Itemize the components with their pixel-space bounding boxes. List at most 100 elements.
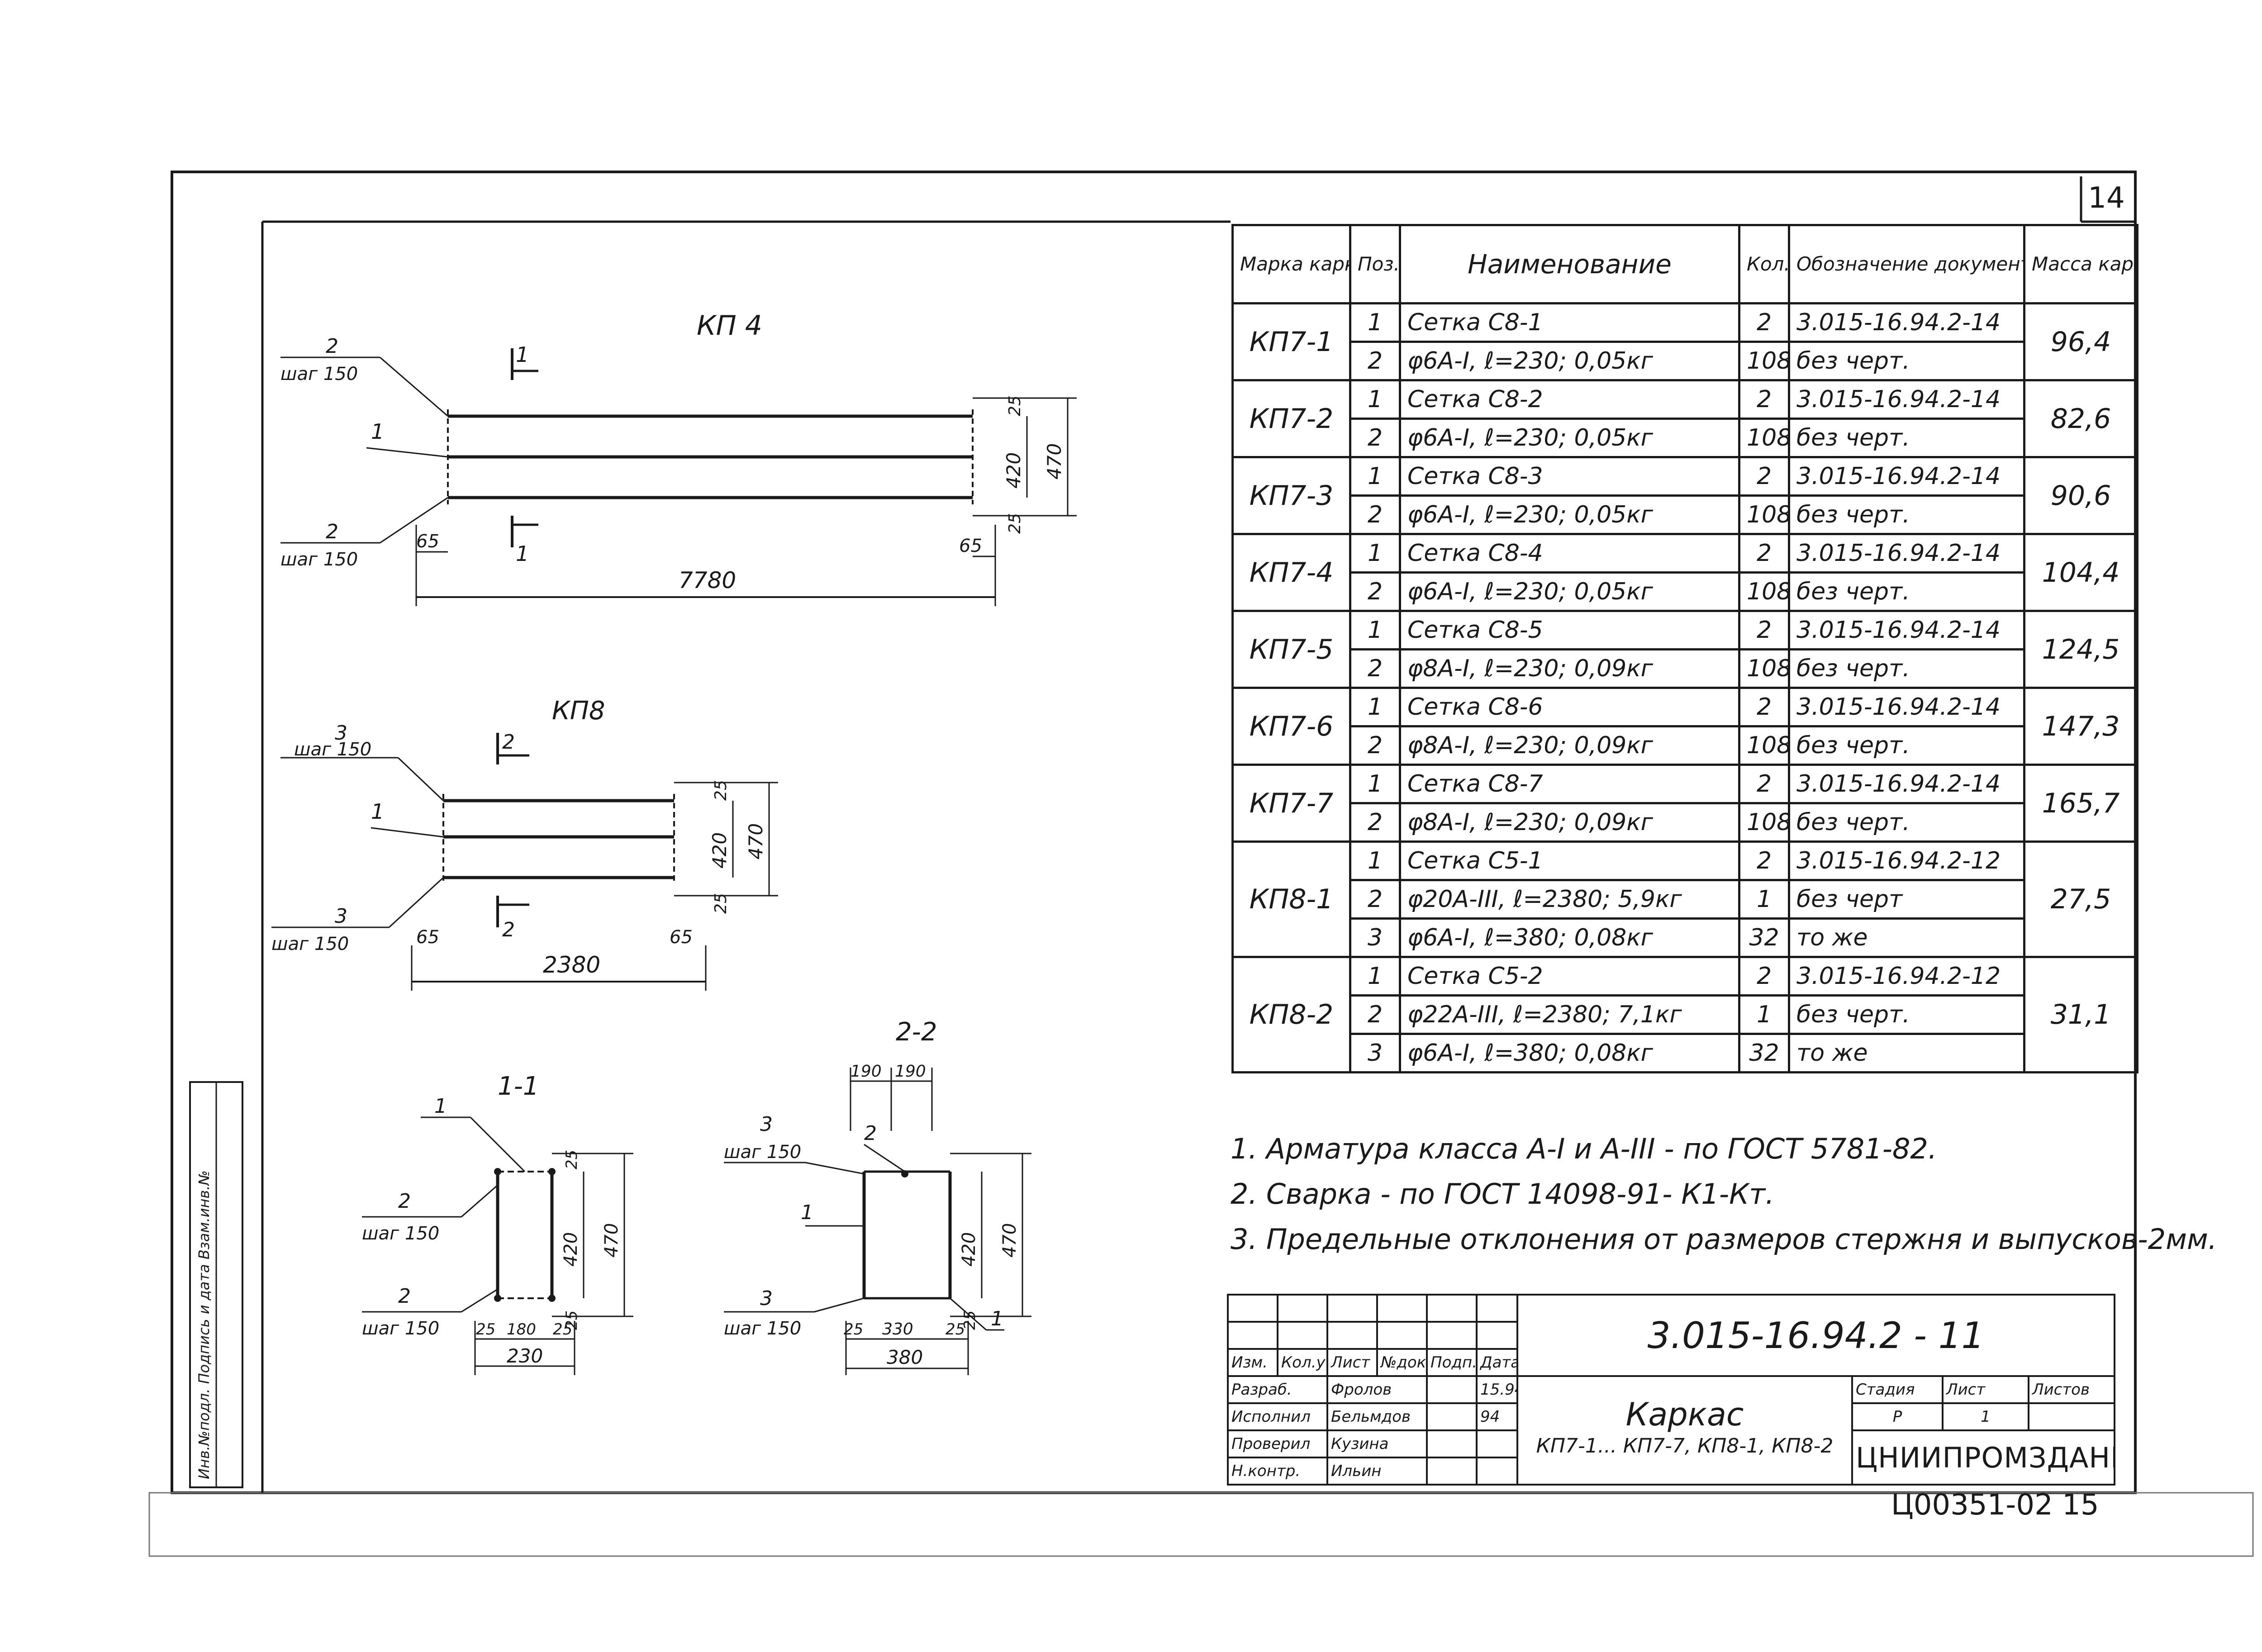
kp4-pos-top: 2 (326, 335, 338, 358)
spec-qty: 108 (1738, 802, 1790, 843)
spec-doc: 3.015-16.94.2-12 (1788, 840, 2025, 881)
spec-mass: 104,4 (2023, 533, 2138, 612)
spec-pos: 1 (1349, 956, 1401, 997)
kp8-overhang-left: 65 (416, 927, 439, 948)
kp8-section-mark-top: 2 (502, 731, 515, 754)
sec22-w-total: 380 (887, 1346, 923, 1368)
kp8-edge-top: 25 (712, 780, 730, 801)
spec-mark: КП7-7 (1231, 764, 1351, 843)
spec-mark: КП7-2 (1231, 379, 1351, 458)
note-2: 2. Сварка - по ГОСТ 14098-91- К1-Кт. (1231, 1177, 1774, 1211)
spec-name: φ8А-I, ℓ=230; 0,09кг (1399, 802, 1740, 843)
kp4-pos-mid: 1 (371, 419, 384, 444)
kp8-title: КП8 (552, 696, 605, 726)
spec-pos: 2 (1349, 571, 1401, 612)
spec-qty: 2 (1738, 533, 1790, 574)
sec22-pos2: 2 (864, 1122, 877, 1145)
spec-doc: 3.015-16.94.2-14 (1788, 379, 2025, 420)
kp4-title: КП 4 (697, 310, 762, 342)
kp8-pos-mid: 1 (371, 799, 384, 824)
kp4-edge-top: 25 (1006, 395, 1024, 416)
spec-name: Сетка С5-2 (1399, 956, 1740, 997)
spec-mass: 147,3 (2023, 687, 2138, 766)
sec22-step3b: шаг 150 (724, 1318, 801, 1339)
spec-name: φ20А-III, ℓ=2380; 5,9кг (1399, 879, 1740, 920)
spec-name: Сетка С8-1 (1399, 302, 1740, 343)
spec-name: Сетка С8-2 (1399, 379, 1740, 420)
spec-pos: 1 (1349, 764, 1401, 804)
spec-qty: 32 (1738, 1033, 1790, 1073)
col-date: Дата (1476, 1348, 1518, 1377)
spec-doc: 3.015-16.94.2-14 (1788, 456, 2025, 497)
stage-value: Р (1851, 1402, 1944, 1431)
spec-header-row: Марка каркаса Поз. Наименование Кол. Обо… (1231, 224, 2138, 304)
spec-mark: КП7-1 (1231, 302, 1351, 381)
spec-qty: 108 (1738, 341, 1790, 381)
spec-name: φ6А-I, ℓ=230; 0,05кг (1399, 418, 1740, 458)
sec11-w1: 25 (476, 1320, 495, 1339)
sec11-step2b: шаг 150 (362, 1318, 439, 1339)
spec-name: φ8А-I, ℓ=230; 0,09кг (1399, 648, 1740, 689)
spec-mass: 165,7 (2023, 764, 2138, 843)
kp4-overhang-right: 65 (959, 536, 982, 556)
sec11-w-total: 230 (507, 1345, 543, 1367)
spec-doc: без черт. (1788, 725, 2025, 766)
spec-doc: то же (1788, 1033, 2025, 1073)
spec-qty: 108 (1738, 418, 1790, 458)
doc-code: 3.015-16.94.2 - 11 (1516, 1294, 2116, 1377)
kp8-pos-top-step: шаг 150 (294, 739, 371, 760)
kp8-pos-bot-step: шаг 150 (271, 934, 349, 954)
notes: 1. Арматура класса А-I и А-III - по ГОСТ… (1231, 1126, 2217, 1262)
kp4-section-mark-bot: 1 (516, 541, 529, 566)
role-2-name: Бельмдов (1326, 1402, 1428, 1431)
spec-pos: 2 (1349, 725, 1401, 766)
spec-pos: 2 (1349, 418, 1401, 458)
spec-qty: 2 (1738, 456, 1790, 497)
spec-qty: 2 (1738, 840, 1790, 881)
title-block: 3.015-16.94.2 - 11 Изм. Кол.уч. Лист №до… (1227, 1294, 2116, 1486)
sec11-d-top: 25 (563, 1150, 581, 1169)
spec-doc: 3.015-16.94.2-12 (1788, 956, 2025, 997)
spec-name: φ6А-I, ℓ=380; 0,08кг (1399, 1033, 1740, 1073)
col-izm: Изм. (1227, 1348, 1278, 1377)
spec-pos: 1 (1349, 302, 1401, 343)
kp8-section-mark-bot: 2 (502, 918, 515, 941)
sec11-title: 1-1 (498, 1072, 539, 1101)
spec-pos: 1 (1349, 533, 1401, 574)
spec-mass: 31,1 (2023, 956, 2138, 1073)
spec-pos: 3 (1349, 917, 1401, 958)
spec-name: φ6А-I, ℓ=380; 0,08кг (1399, 917, 1740, 958)
spec-qty: 1 (1738, 994, 1790, 1035)
sec11-d-outer: 470 (601, 1223, 622, 1258)
specification-table: Марка каркаса Поз. Наименование Кол. Обо… (1231, 224, 2138, 1073)
stamp-subtitle: КП7-1... КП7-7, КП8-1, КП8-2 (1536, 1434, 1834, 1457)
spec-doc: 3.015-16.94.2-14 (1788, 764, 2025, 804)
section-2-2: 2-2 190 190 3 шаг 150 2 1 3 шаг 150 1 42… (724, 1017, 1031, 1375)
spec-doc: без черт. (1788, 494, 2025, 535)
role-1-date: 15.94 (1476, 1375, 1518, 1404)
spec-qty: 1 (1738, 879, 1790, 920)
sheet-value: 1 (1942, 1402, 2029, 1431)
sec11-d-inner: 420 (561, 1232, 581, 1267)
spec-qty: 2 (1738, 764, 1790, 804)
spec-mark: КП8-1 (1231, 840, 1351, 958)
kp8-overhang-right: 65 (670, 927, 693, 948)
kp4-length: 7780 (679, 567, 736, 593)
spec-mark: КП7-4 (1231, 533, 1351, 612)
spec-mark: КП7-3 (1231, 456, 1351, 535)
spec-doc: без черт. (1788, 994, 2025, 1035)
role-4: Н.контр. (1227, 1457, 1328, 1486)
spec-header-qty: Кол. (1738, 224, 1790, 304)
